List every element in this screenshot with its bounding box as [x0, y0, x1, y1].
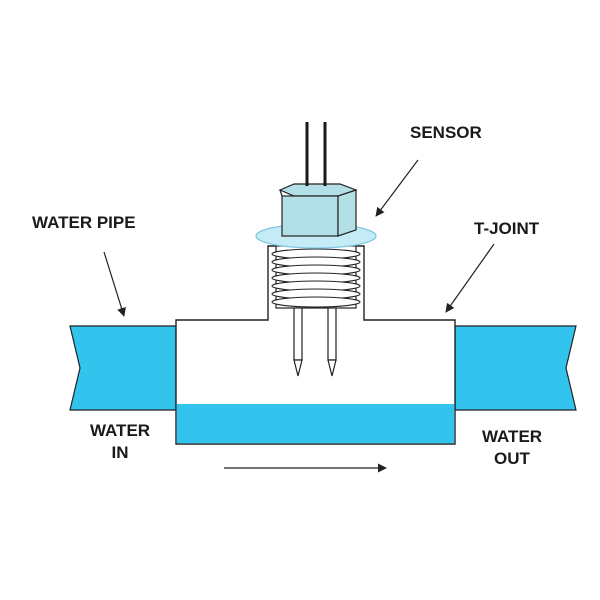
sensor-pointer-arrow: [375, 159, 419, 217]
t-joint-body: [175, 245, 456, 445]
water-pipe-pointer-arrow: [103, 251, 126, 317]
thread-ring: [271, 296, 361, 308]
sensor-probe-left: [293, 307, 303, 377]
sensor-label: SENSOR: [410, 123, 482, 142]
hex-nut-side: [337, 189, 357, 237]
water-in-label-line1: WATER: [90, 421, 150, 440]
t-joint-water: [176, 404, 455, 444]
water-pipe-left: [69, 325, 177, 411]
water-out-label-line1: WATER: [482, 427, 542, 446]
water-pipe-right: [454, 325, 577, 411]
sensor-thread: [271, 245, 361, 309]
t-joint-label: T-JOINT: [474, 219, 540, 238]
water-out-label-line2: OUT: [494, 449, 531, 468]
hex-nut-front: [281, 195, 339, 237]
t-joint-pointer-arrow: [445, 243, 495, 313]
sensor-probe-right: [327, 307, 337, 377]
water-in-label-line2: IN: [112, 443, 129, 462]
hex-nut-edge: [279, 189, 283, 197]
sensor-hex-nut: [278, 183, 358, 237]
water-pipe-label: WATER PIPE: [32, 213, 136, 232]
